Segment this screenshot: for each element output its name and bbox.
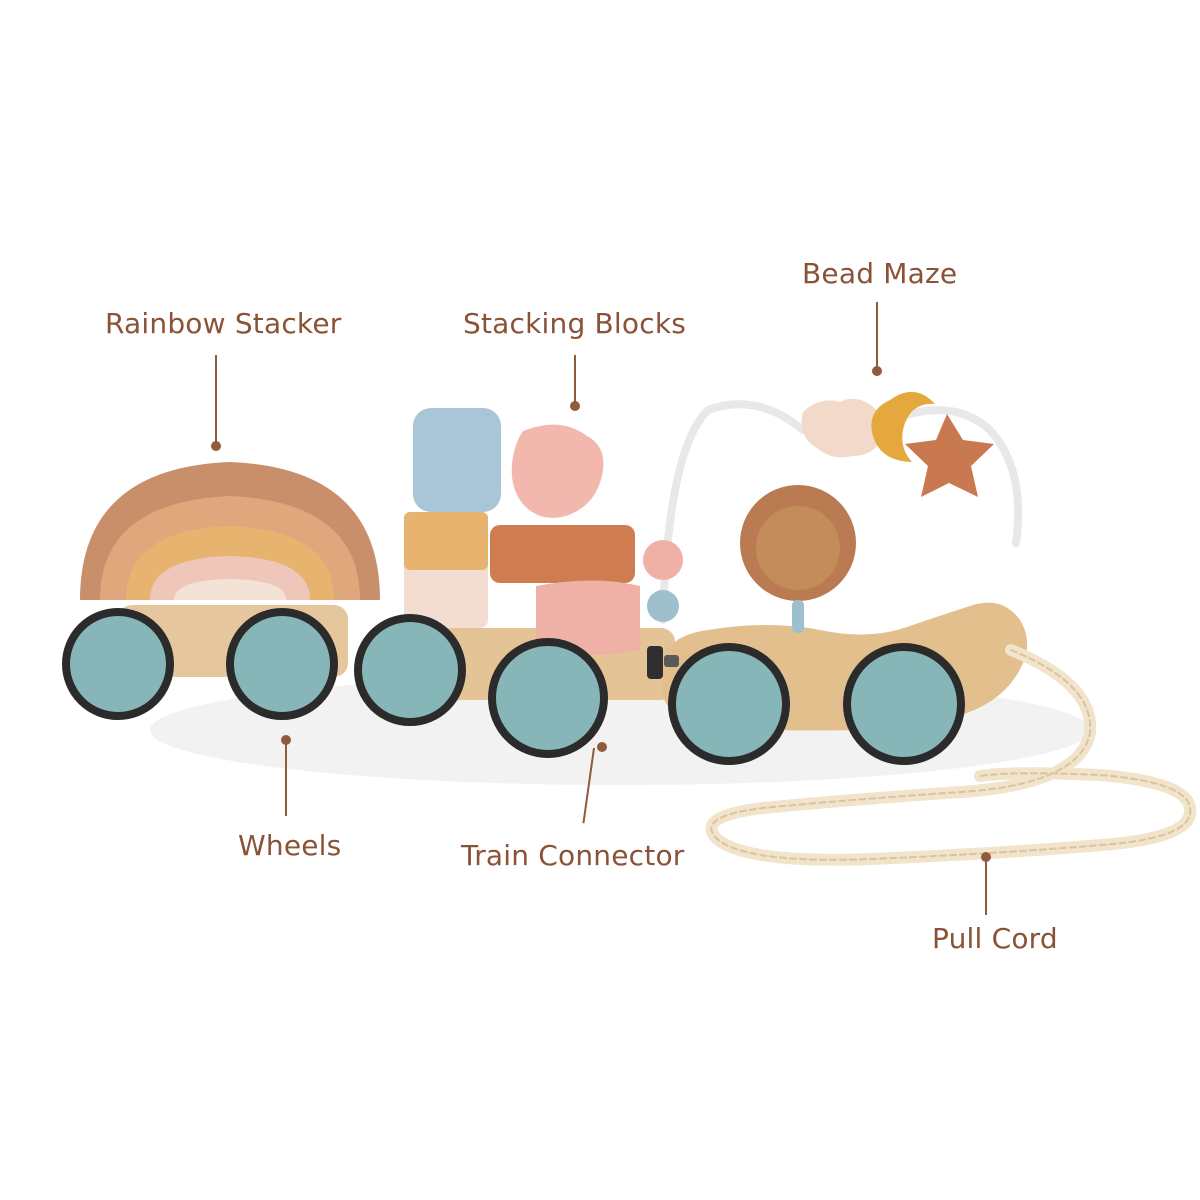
dot-train-connector (597, 742, 607, 752)
label-stacking-blocks: Stacking Blocks (463, 307, 687, 340)
dot-stacking-blocks (570, 401, 580, 411)
train-connector-detail (647, 646, 679, 679)
wheels-group (62, 608, 965, 765)
leader-pull-cord (985, 857, 987, 915)
label-train-connector: Train Connector (461, 839, 685, 872)
label-wheels: Wheels (238, 829, 342, 862)
dot-rainbow-stacker (211, 441, 221, 451)
leader-stacking-blocks (574, 355, 576, 407)
label-rainbow-stacker: Rainbow Stacker (105, 307, 342, 340)
label-bead-maze: Bead Maze (802, 257, 958, 290)
leader-bead-maze (876, 302, 878, 372)
label-pull-cord: Pull Cord (932, 922, 1058, 955)
leader-rainbow-stacker (215, 355, 217, 447)
pull-cord (705, 644, 1197, 866)
dot-bead-maze (872, 366, 882, 376)
leader-wheels (285, 740, 287, 816)
dot-wheels (281, 735, 291, 745)
rainbow-stacker-car (80, 462, 380, 677)
dot-pull-cord (981, 852, 991, 862)
